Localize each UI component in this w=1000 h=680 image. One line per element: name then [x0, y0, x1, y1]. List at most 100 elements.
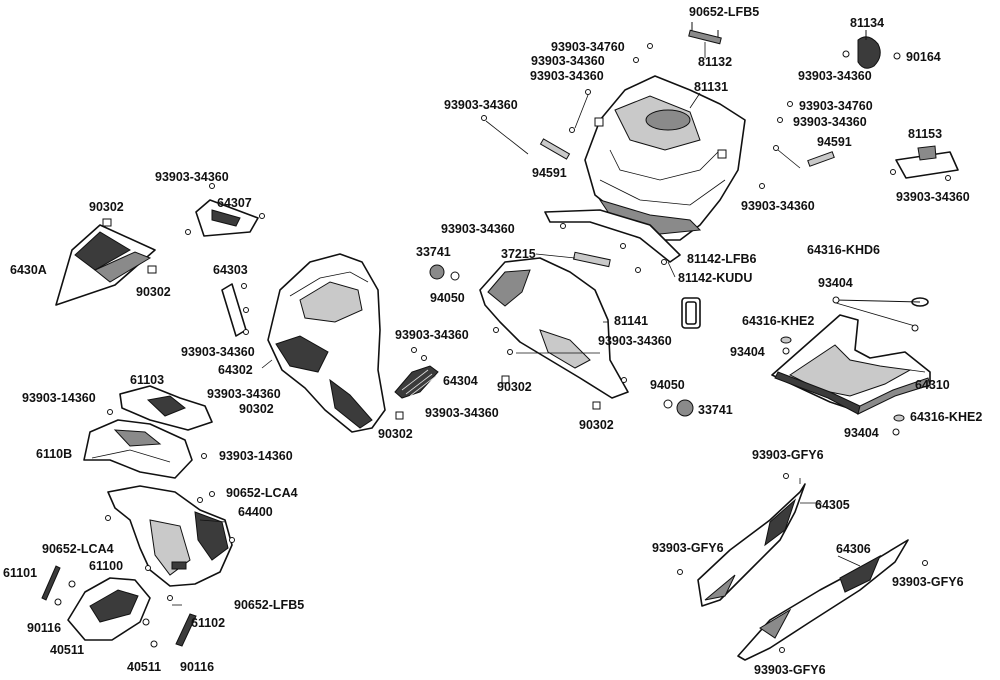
- label-94050: 94050: [650, 378, 685, 392]
- label-90116: 90116: [27, 621, 61, 635]
- part-81131-inner-body: [584, 75, 746, 241]
- part-81142-kudu-gasket: [681, 297, 701, 329]
- label-90652-lfb5: 90652-LFB5: [689, 5, 759, 19]
- part-61102-strip: [175, 613, 197, 647]
- label-81142-kudu: 81142-KUDU: [678, 271, 752, 285]
- part-81141-leg-shield: [479, 257, 629, 399]
- part-81142-stay: [544, 209, 681, 273]
- label-93903-34360: 93903-34360: [531, 54, 605, 68]
- label-81134: 81134: [850, 16, 884, 30]
- label-93903-34360: 93903-34360: [444, 98, 518, 112]
- label-93903-34360: 93903-34360: [798, 69, 872, 83]
- label-93404: 93404: [730, 345, 765, 359]
- part-37215-strip: [572, 251, 611, 268]
- label-61101: 61101: [3, 566, 37, 580]
- part-33741-knobs: [429, 264, 694, 417]
- part-61103-handle-cover: [107, 385, 213, 459]
- label-64306: 64306: [836, 542, 871, 556]
- label-93903-gfy6: 93903-GFY6: [652, 541, 724, 555]
- part-64400-inner-panel: [105, 485, 235, 601]
- label-64303: 64303: [213, 263, 248, 277]
- label-93404: 93404: [818, 276, 853, 290]
- label-64316-khe2: 64316-KHE2: [910, 410, 982, 424]
- label-33741: 33741: [698, 403, 733, 417]
- label-64307: 64307: [217, 196, 252, 210]
- label-81142-lfb6: 81142-LFB6: [687, 252, 757, 266]
- label-6430a: 6430A: [10, 263, 47, 277]
- label-6110b: 6110B: [36, 447, 72, 461]
- label-93903-34360: 93903-34360: [425, 406, 499, 420]
- label-93903-34760: 93903-34760: [551, 40, 625, 54]
- label-90302: 90302: [136, 285, 171, 299]
- label-64304: 64304: [443, 374, 478, 388]
- label-90116: 90116: [180, 660, 214, 674]
- label-61102: 61102: [191, 616, 225, 630]
- label-90302: 90302: [497, 380, 532, 394]
- label-90302: 90302: [378, 427, 413, 441]
- label-90302: 90302: [579, 418, 614, 432]
- label-93903-34360: 93903-34360: [155, 170, 229, 184]
- label-90652-lca4: 90652-LCA4: [226, 486, 298, 500]
- part-90652-lfb5-clip: [688, 22, 722, 45]
- label-94591: 94591: [817, 135, 852, 149]
- screws-upper-middle: [481, 43, 801, 189]
- label-90652-lca4: 90652-LCA4: [42, 542, 114, 556]
- label-81153: 81153: [908, 127, 942, 141]
- label-61103: 61103: [130, 373, 164, 387]
- label-93903-34360: 93903-34360: [793, 115, 867, 129]
- part-64305-side-cover: [677, 473, 806, 607]
- part-6430a-cover: [55, 218, 157, 306]
- label-40511: 40511: [50, 643, 84, 657]
- label-93903-34360: 93903-34360: [441, 222, 515, 236]
- label-81131: 81131: [694, 80, 728, 94]
- label-90302: 90302: [239, 402, 274, 416]
- part-61100-cover: [67, 577, 151, 641]
- label-37215: 37215: [501, 247, 536, 261]
- part-6110b-handle-cover: [83, 419, 193, 479]
- label-93903-14360: 93903-14360: [22, 391, 96, 405]
- label-64316-khe2: 64316-KHE2: [742, 314, 814, 328]
- label-64316-khd6: 64316-KHD6: [807, 243, 880, 257]
- label-94591: 94591: [532, 166, 567, 180]
- label-93903-gfy6: 93903-GFY6: [752, 448, 824, 462]
- label-33741: 33741: [416, 245, 451, 259]
- label-93903-34360: 93903-34360: [395, 328, 469, 342]
- label-81132: 81132: [698, 55, 732, 69]
- part-81153-bracket: [890, 145, 959, 181]
- part-64303-stay: [221, 283, 249, 337]
- label-90164: 90164: [906, 50, 941, 64]
- label-93903-34360: 93903-34360: [207, 387, 281, 401]
- label-93404: 93404: [844, 426, 879, 440]
- part-64306-side-cover: [737, 539, 928, 661]
- label-64400: 64400: [238, 505, 273, 519]
- label-90302: 90302: [89, 200, 124, 214]
- part-61101-strip: [41, 565, 61, 601]
- label-40511: 40511: [127, 660, 161, 674]
- label-64310: 64310: [915, 378, 950, 392]
- label-81141: 81141: [614, 314, 648, 328]
- part-64316-and-93404: [780, 296, 929, 436]
- label-93903-34360: 93903-34360: [598, 334, 672, 348]
- leader-lines: [172, 42, 926, 606]
- part-64304-grille: [394, 347, 601, 420]
- label-93903-34360: 93903-34360: [530, 69, 604, 83]
- label-64305: 64305: [815, 498, 850, 512]
- label-90652-lfb5: 90652-LFB5: [234, 598, 304, 612]
- label-93903-34360: 93903-34360: [896, 190, 970, 204]
- label-93903-34760: 93903-34760: [799, 99, 873, 113]
- label-93903-gfy6: 93903-GFY6: [754, 663, 826, 677]
- label-93903-gfy6: 93903-GFY6: [892, 575, 964, 589]
- label-94050: 94050: [430, 291, 465, 305]
- label-93903-34360: 93903-34360: [181, 345, 255, 359]
- label-61100: 61100: [89, 559, 123, 573]
- part-labels: 90652-LFB5 81134 93903-34760 93903-34360…: [3, 5, 982, 677]
- part-94591-strips: [539, 138, 835, 167]
- label-93903-34360: 93903-34360: [741, 199, 815, 213]
- label-93903-14360: 93903-14360: [219, 449, 293, 463]
- label-64302: 64302: [218, 363, 253, 377]
- part-64310-floor-panel: [771, 314, 931, 415]
- part-64302-front-cover: [267, 253, 386, 433]
- screws-lower-left: [54, 580, 158, 648]
- part-81134: [842, 30, 901, 69]
